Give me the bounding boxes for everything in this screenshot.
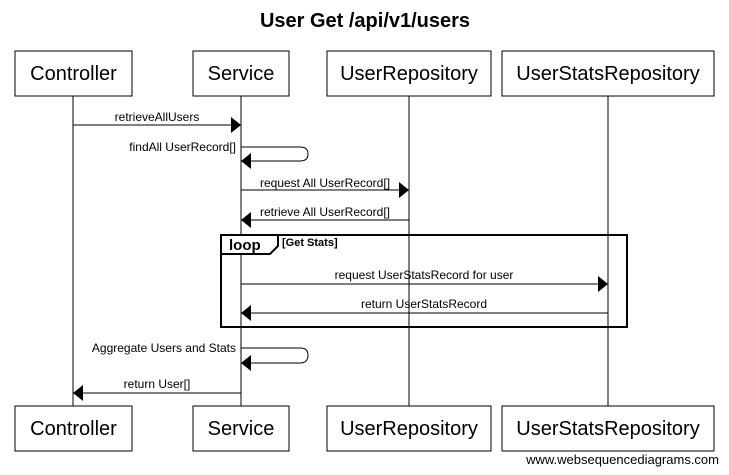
message-retrieve-all-users: retrieveAllUsers xyxy=(73,110,241,133)
message-find-all-userrecord: findAll UserRecord[] xyxy=(129,140,309,169)
message-label: return UserStatsRecord xyxy=(361,297,487,311)
participant-label: Service xyxy=(208,63,275,85)
message-label: return User[] xyxy=(124,377,191,391)
participant-controller-top: Controller xyxy=(14,50,133,97)
participant-userstatsrepository-top: UserStatsRepository xyxy=(501,50,715,97)
participant-label: Service xyxy=(208,418,275,440)
message-request-userstatsrecord: request UserStatsRecord for user xyxy=(241,268,608,292)
message-label: request UserStatsRecord for user xyxy=(335,268,514,282)
participant-label: Controller xyxy=(30,418,117,440)
participant-label: Controller xyxy=(30,63,117,85)
message-label: retrieve All UserRecord[] xyxy=(260,205,390,219)
participant-label: UserRepository xyxy=(340,63,478,85)
loop-fragment: loop [Get Stats] xyxy=(220,234,628,328)
participant-label: UserRepository xyxy=(340,418,478,440)
watermark: www.websequencediagrams.com xyxy=(525,452,719,467)
loop-condition: [Get Stats] xyxy=(282,237,338,249)
message-label: findAll UserRecord[] xyxy=(129,140,236,154)
message-return-userstatsrecord: return UserStatsRecord xyxy=(241,297,608,321)
diagram-title: User Get /api/v1/users xyxy=(260,10,470,32)
message-request-all-userrecord: request All UserRecord[] xyxy=(241,176,409,198)
message-retrieve-all-userrecord: retrieve All UserRecord[] xyxy=(241,205,409,228)
message-aggregate-users-and-stats: Aggregate Users and Stats xyxy=(92,341,309,371)
message-label: retrieveAllUsers xyxy=(115,110,200,124)
participant-service-top: Service xyxy=(192,50,290,97)
participant-userrepository-bottom: UserRepository xyxy=(326,405,492,452)
participant-label: UserStatsRepository xyxy=(516,418,699,440)
participant-userrepository-top: UserRepository xyxy=(326,50,492,97)
message-return-users: return User[] xyxy=(73,377,241,401)
participant-userstatsrepository-bottom: UserStatsRepository xyxy=(501,405,715,452)
participant-service-bottom: Service xyxy=(192,405,290,452)
message-label: Aggregate Users and Stats xyxy=(92,341,236,355)
loop-keyword: loop xyxy=(229,237,261,254)
participant-label: UserStatsRepository xyxy=(516,63,699,85)
message-label: request All UserRecord[] xyxy=(260,176,390,190)
participant-controller-bottom: Controller xyxy=(14,405,133,452)
